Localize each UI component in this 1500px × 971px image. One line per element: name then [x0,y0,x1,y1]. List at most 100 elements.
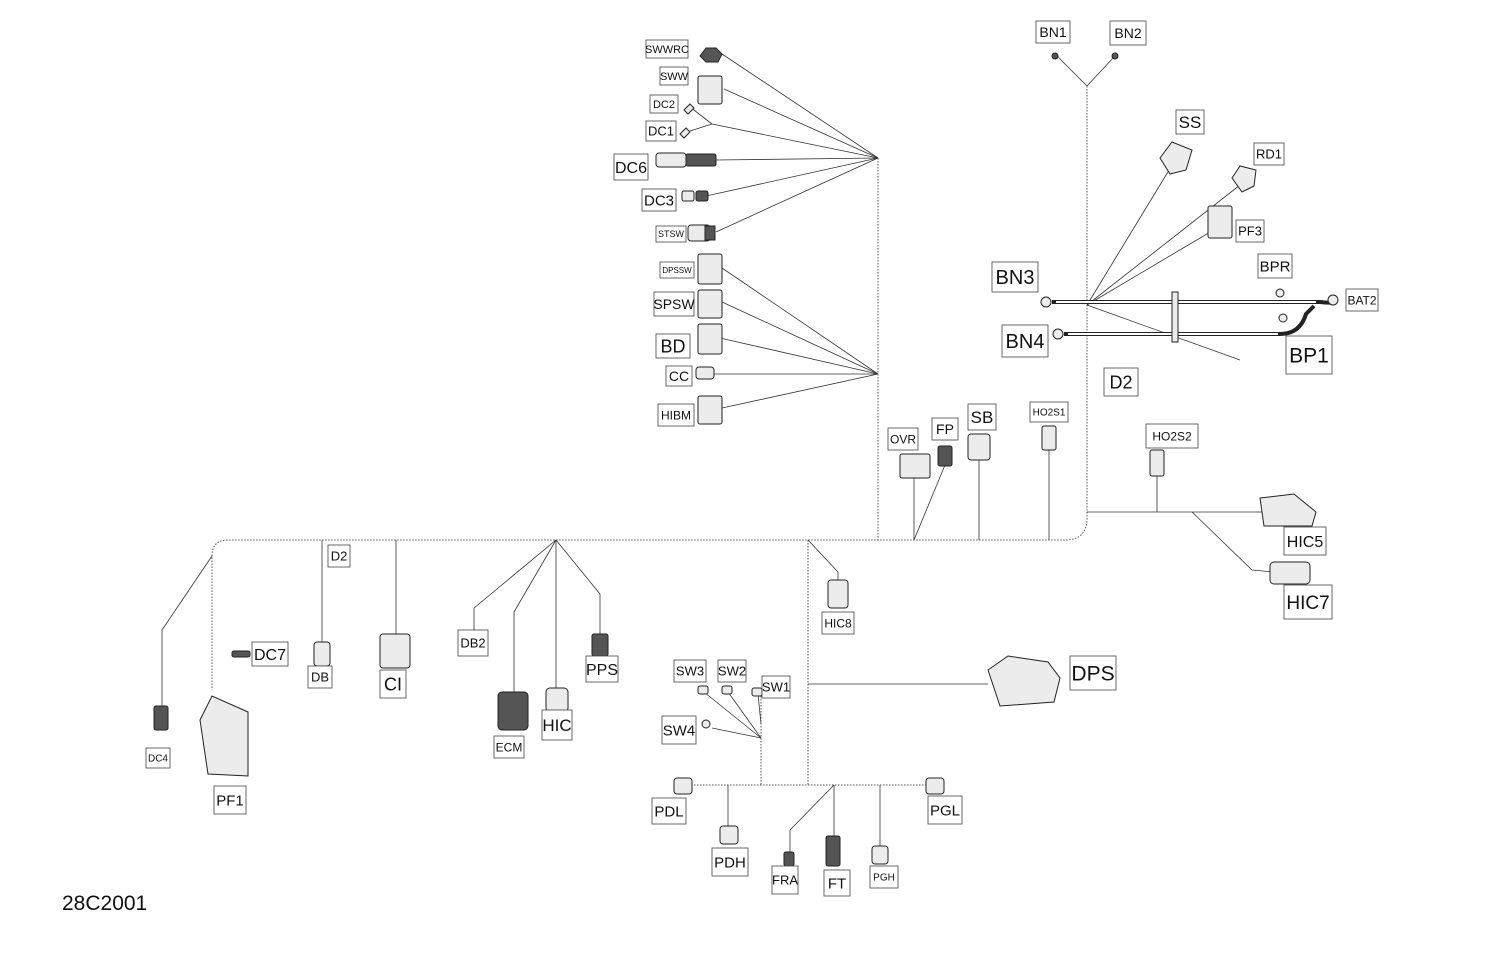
label-text: BD [660,336,685,356]
label-box [869,865,899,889]
connector-pgl-part[interactable] [925,777,945,795]
connector-ci-part[interactable] [379,633,411,669]
stud-bn1-part[interactable] [1051,52,1059,60]
label-box [1283,584,1333,620]
branch-wires [161,53,1275,852]
connector-fra-part[interactable] [783,851,795,867]
label-spsw: SPSW [653,291,695,317]
label-ci: CI [379,669,407,699]
connector-pps-part[interactable] [591,633,609,657]
stud-bn2-part[interactable] [1111,52,1119,60]
label-text: DC4 [148,754,168,765]
connector-ft-part[interactable] [825,835,841,867]
label-box [213,785,247,815]
label-text: BP1 [1289,345,1329,368]
label-box [1145,423,1199,449]
label-text: HO2S2 [1152,429,1192,443]
label-box [1109,20,1147,46]
label-text: SW3 [676,664,704,679]
connector-sb-part[interactable] [967,433,991,461]
connector-dc4-part[interactable] [153,705,169,731]
connector-hic-part[interactable] [545,687,569,713]
connector-pdl-part[interactable] [673,777,693,795]
connector-sww-part[interactable] [697,75,723,105]
connector-hic8-part[interactable] [827,579,849,609]
label-box [657,403,695,427]
label-box [541,709,573,741]
label-text: DC6 [615,160,647,177]
module-ecm-part[interactable] [497,691,529,731]
label-hic7: HIC7 [1283,584,1333,620]
connector-dc3-part[interactable] [681,190,709,202]
label-bn4: BN4 [1001,324,1049,358]
connector-dc7-part[interactable] [231,650,251,658]
label-text: FP [936,421,954,437]
relay-ovr-part[interactable] [899,453,931,479]
connector-dc1-part[interactable] [679,127,691,139]
switch-sw1-part[interactable] [751,687,763,697]
fuse-box-pf1-part[interactable] [199,695,249,777]
drawing-code: 28C2001 [62,892,148,915]
connector-cc-part[interactable] [695,366,715,380]
connector-db-part[interactable] [313,641,331,667]
connector-hibm-part[interactable] [697,395,723,425]
label-pdh: PDH [711,847,749,877]
label-box [991,261,1039,293]
label-bn3: BN3 [991,261,1039,293]
label-box [645,39,689,59]
label-dc3: DC3 [641,188,677,212]
connector-stsw-part[interactable] [687,224,716,242]
label-text: BAT2 [1347,293,1376,307]
label-box [1257,253,1293,279]
label-pps: PPS [585,655,619,683]
label-box [887,427,919,451]
label-text: DC2 [653,99,675,111]
label-box [673,659,707,683]
connector-dc6-part[interactable] [655,152,717,168]
label-box [823,869,851,897]
switch-sw2-part[interactable] [721,685,733,695]
sensor-dps-part[interactable] [987,655,1061,707]
connector-spsw-part[interactable] [697,289,723,319]
label-dc6: DC6 [613,153,649,181]
sensor-ho2s2-part[interactable] [1149,449,1165,477]
label-text: PF1 [216,792,244,809]
label-swwrc: SWWRC [645,39,689,59]
label-text: PDH [714,854,746,871]
label-ovr: OVR [887,427,919,451]
label-bat2: BAT2 [1345,288,1379,312]
switch-sw4-part[interactable] [701,719,711,729]
label-pdl: PDL [651,797,687,825]
label-text: SS [1179,113,1202,132]
label-text: BN4 [1006,331,1045,353]
switch-sw3-part[interactable] [697,685,709,695]
connector-pgh-part[interactable] [871,845,889,865]
label-ft: FT [823,869,851,897]
label-text: PGL [930,802,960,819]
connector-rd1-part[interactable] [1231,165,1257,193]
label-box [1001,324,1049,358]
label-text: BPR [1260,258,1291,275]
connector-hic5-part[interactable] [1259,493,1317,527]
connector-dpssw-part[interactable] [697,253,723,285]
label-sw1: SW1 [761,675,791,699]
label-text: OVR [890,432,916,446]
label-text: RD1 [1256,147,1282,162]
label-rd1: RD1 [1253,142,1285,166]
connector-dc2-part[interactable] [683,103,695,115]
sensor-ho2s1-part[interactable] [1041,425,1057,451]
label-text: SB [971,408,994,427]
label-d2-upper: D2 [1103,367,1139,397]
label-text: PDL [654,803,683,820]
components [153,47,1317,867]
connector-swwrc-part[interactable] [699,47,723,63]
connector-pdh-part[interactable] [719,825,739,845]
connector-hic7-part[interactable] [1269,561,1311,585]
label-box [1253,142,1285,166]
label-text: DB2 [460,636,485,651]
connector-fp-part[interactable] [937,445,953,467]
sensor-ss-part[interactable] [1159,141,1193,175]
connector-pf3-part[interactable] [1207,205,1233,239]
connector-bd-part[interactable] [697,323,723,355]
